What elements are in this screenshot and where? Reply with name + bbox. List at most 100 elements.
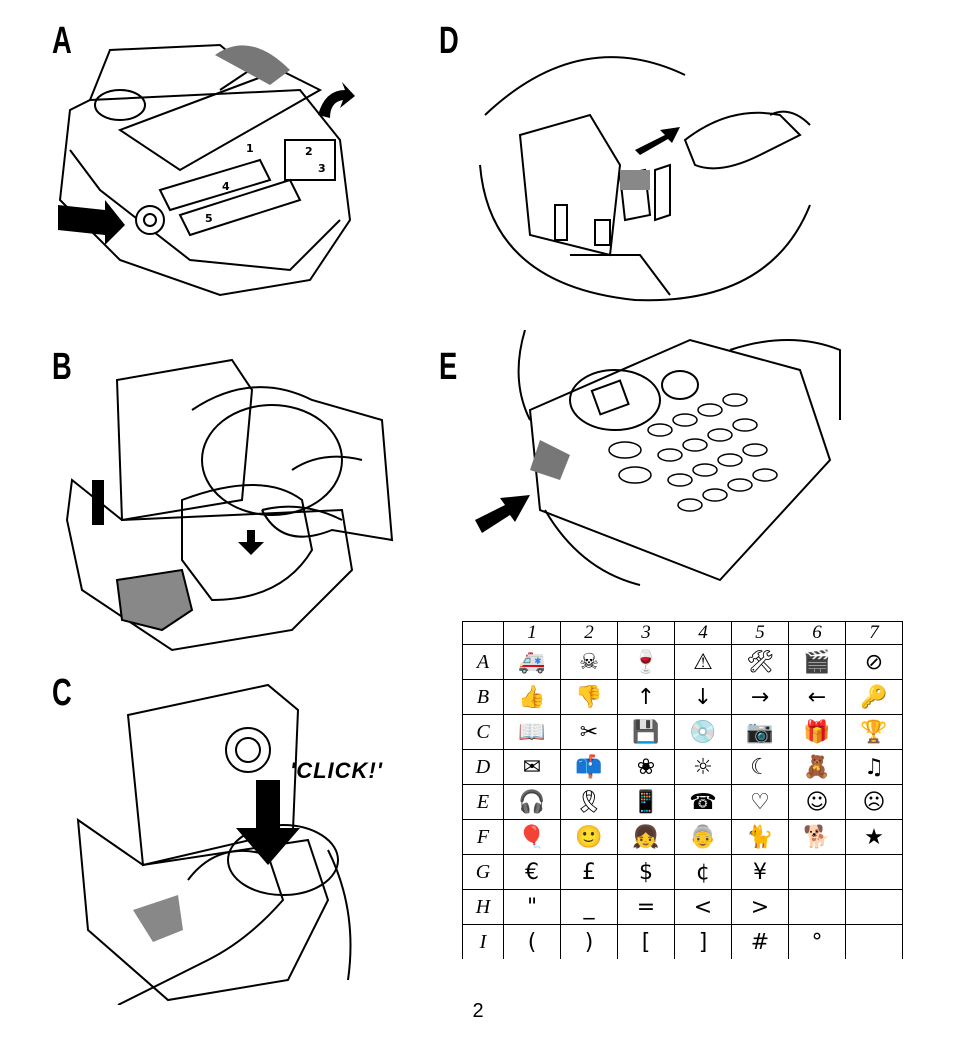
illustration-battery-insertion: 1 2 3 4 5 <box>50 30 380 300</box>
page-number: 2 <box>472 1000 484 1022</box>
battery-number-5: 5 <box>205 212 213 225</box>
click-sound-label: 'CLICK!' <box>290 758 384 783</box>
symbol-cell: ↑ <box>617 679 675 715</box>
symbol-cell: ♫ <box>845 749 903 785</box>
symbol-cell: € <box>503 854 561 890</box>
symbol-cell: ❀ <box>617 749 675 785</box>
symbol-cell: ☺ <box>788 784 846 820</box>
column-header: 1 <box>503 621 561 645</box>
symbol-cell: 🧸 <box>788 749 846 785</box>
symbol-cell: ☹ <box>845 784 903 820</box>
symbol-cell: 📱 <box>617 784 675 820</box>
symbol-cell: 👎 <box>560 679 618 715</box>
symbol-cell <box>788 889 846 925</box>
row-label: E <box>462 784 504 820</box>
symbol-cell: → <box>731 679 789 715</box>
symbol-cell: ✉ <box>503 749 561 785</box>
symbol-cell: 🐕 <box>788 819 846 855</box>
symbol-cell <box>845 889 903 925</box>
symbol-cell: " <box>503 889 561 925</box>
panel-label-a: A <box>52 20 72 62</box>
symbol-cell: 📷 <box>731 714 789 750</box>
battery-number-2: 2 <box>305 145 313 158</box>
symbol-cell: > <box>731 889 789 925</box>
row-label: D <box>462 749 504 785</box>
symbol-row: H " _ = < > <box>462 889 903 925</box>
symbol-cell: 🚑 <box>503 644 561 680</box>
symbol-cell: 🛠 <box>731 644 789 680</box>
symbol-cell: 🎈 <box>503 819 561 855</box>
symbol-cell: ° <box>788 924 846 959</box>
symbol-cell: < <box>674 889 732 925</box>
panel-label-b: B <box>52 346 72 388</box>
symbol-row: I ( ) [ ] # ° <box>462 924 903 959</box>
symbol-cell: 👵 <box>674 819 732 855</box>
symbol-cell: ☼ <box>674 749 732 785</box>
symbol-cell: 💿 <box>674 714 732 750</box>
symbol-cell: ☾ <box>731 749 789 785</box>
symbol-cell: 🎗 <box>560 784 618 820</box>
symbol-cell: ↓ <box>674 679 732 715</box>
row-label: F <box>462 819 504 855</box>
column-header: 6 <box>788 621 846 645</box>
symbol-cell: ⊘ <box>845 644 903 680</box>
row-label: G <box>462 854 504 890</box>
symbol-row: F 🎈 🙂 👧 👵 🐈 🐕 ★ <box>462 819 903 855</box>
symbol-cell: 📫 <box>560 749 618 785</box>
column-header: 2 <box>560 621 618 645</box>
symbol-cell: $ <box>617 854 675 890</box>
symbol-cell: ← <box>788 679 846 715</box>
symbol-row: D ✉ 📫 ❀ ☼ ☾ 🧸 ♫ <box>462 749 903 785</box>
symbol-cell: ¥ <box>731 854 789 890</box>
battery-number-1: 1 <box>246 142 254 155</box>
symbol-cell: 🙂 <box>560 819 618 855</box>
row-label: I <box>462 924 504 959</box>
illustration-click-cassette <box>68 680 378 1005</box>
illustration-eject-button <box>470 330 850 590</box>
symbol-cell: ⚠ <box>674 644 732 680</box>
column-header: 4 <box>674 621 732 645</box>
panel-label-e: E <box>439 346 458 388</box>
symbol-cell: ★ <box>845 819 903 855</box>
symbol-cell: 🍷 <box>617 644 675 680</box>
symbol-cell: 🎬 <box>788 644 846 680</box>
symbol-cell: £ <box>560 854 618 890</box>
symbol-cell: ♡ <box>731 784 789 820</box>
row-label: H <box>462 889 504 925</box>
symbol-cell: ] <box>674 924 732 959</box>
symbol-cell: 💾 <box>617 714 675 750</box>
panel-label-c: C <box>52 672 72 714</box>
symbol-cell <box>788 854 846 890</box>
symbol-cell: 🔑 <box>845 679 903 715</box>
illustration-cassette-insertion <box>62 350 402 655</box>
symbol-cell: ✂ <box>560 714 618 750</box>
symbol-cell: ☠ <box>560 644 618 680</box>
symbol-row: B 👍 👎 ↑ ↓ → ← 🔑 <box>462 679 903 715</box>
column-header: 5 <box>731 621 789 645</box>
symbol-cell: 👍 <box>503 679 561 715</box>
battery-number-3: 3 <box>318 162 326 175</box>
row-label: C <box>462 714 504 750</box>
symbol-table: 1 2 3 4 5 6 7 A 🚑 ☠ 🍷 ⚠ 🛠 🎬 ⊘ B 👍 👎 ↑ ↓ … <box>462 621 903 959</box>
symbol-cell: 👧 <box>617 819 675 855</box>
symbol-cell: 🏆 <box>845 714 903 750</box>
illustration-cutter-detail <box>470 55 820 305</box>
symbol-cell: ¢ <box>674 854 732 890</box>
battery-number-4: 4 <box>222 180 230 193</box>
symbol-cell: 🎧 <box>503 784 561 820</box>
symbol-cell: 🐈 <box>731 819 789 855</box>
symbol-cell: # <box>731 924 789 959</box>
symbol-cell <box>845 924 903 959</box>
symbol-cell <box>845 854 903 890</box>
symbol-row: A 🚑 ☠ 🍷 ⚠ 🛠 🎬 ⊘ <box>462 644 903 680</box>
symbol-cell: [ <box>617 924 675 959</box>
row-label: A <box>462 644 504 680</box>
symbol-cell: _ <box>560 889 618 925</box>
symbol-cell: 🎁 <box>788 714 846 750</box>
symbol-row: C 📖 ✂ 💾 💿 📷 🎁 🏆 <box>462 714 903 750</box>
symbol-cell: ( <box>503 924 561 959</box>
panel-label-d: D <box>439 20 459 62</box>
column-header: 7 <box>845 621 903 645</box>
symbol-row: E 🎧 🎗 📱 ☎ ♡ ☺ ☹ <box>462 784 903 820</box>
symbol-cell: ☎ <box>674 784 732 820</box>
